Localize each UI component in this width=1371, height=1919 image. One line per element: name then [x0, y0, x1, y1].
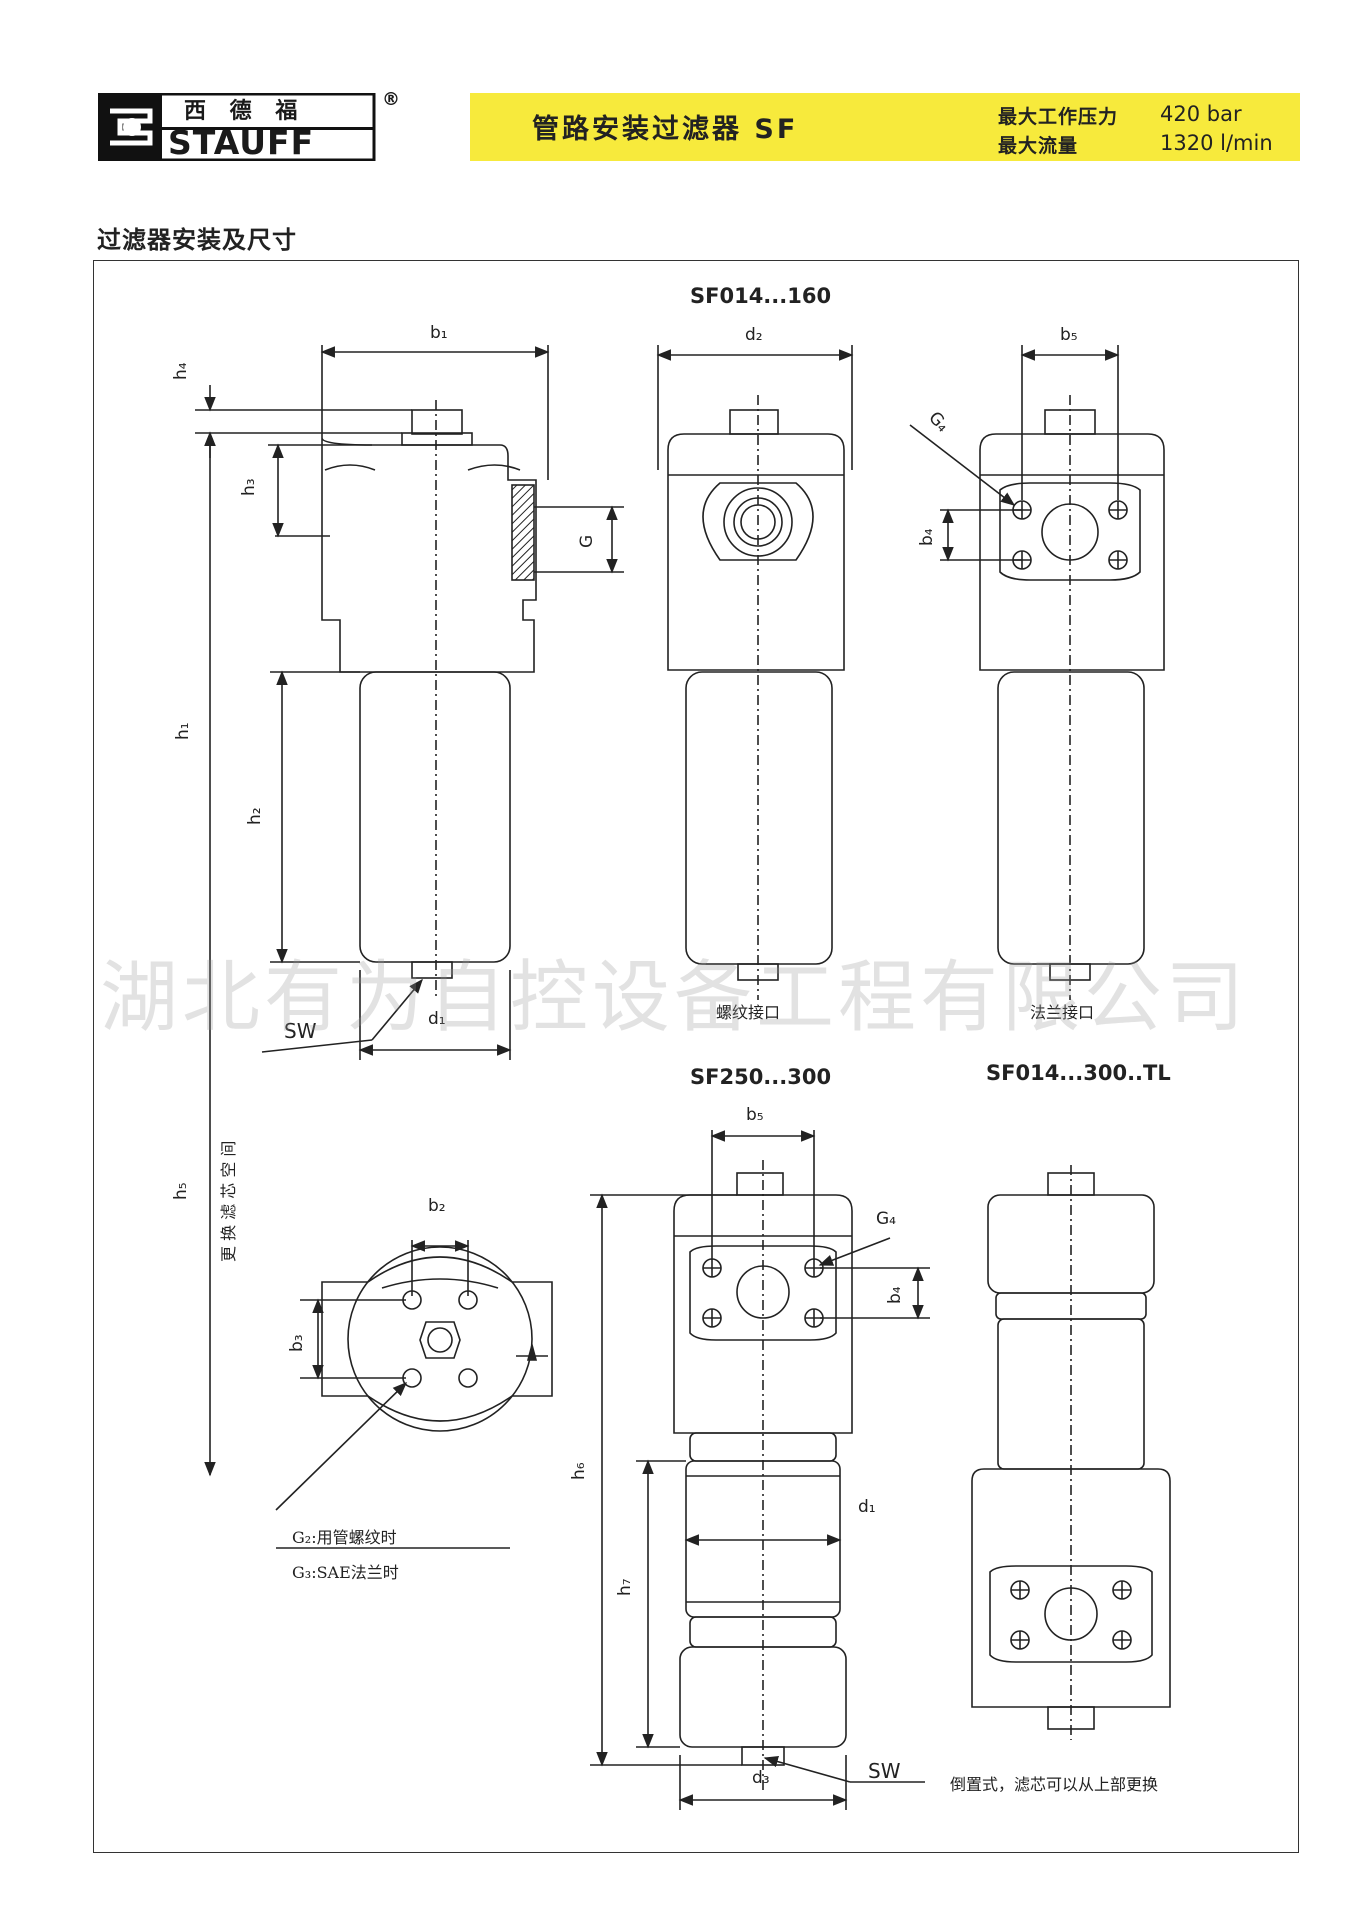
dim-g4-top: G₄: [924, 408, 952, 436]
dim-h5: h₅: [171, 1182, 191, 1200]
dim-b1: b₁: [430, 323, 448, 343]
product-title: 管路安装过滤器 SF: [532, 114, 799, 145]
stauff-logo: 西 德 福 STAUFF ®: [97, 89, 403, 162]
model-label-sf014-300-tl: SF014...300..TL: [986, 1061, 1171, 1085]
dim-b4-top: b₄: [917, 528, 937, 546]
dim-d3: d₃: [752, 1768, 770, 1788]
header-banner: 管路安装过滤器 SF 最大工作压力 420 bar 最大流量 1320 l/mi…: [470, 93, 1300, 161]
dim-b3: b₃: [287, 1334, 307, 1352]
dim-b5-mid: b₅: [746, 1105, 764, 1125]
logo-brand-name: STAUFF: [168, 123, 315, 162]
logo-registered-mark: ®: [382, 89, 400, 110]
spec-label-pressure: 最大工作压力: [998, 106, 1119, 128]
dim-b4-mid: b₄: [885, 1286, 905, 1304]
flange-port-view-figure: [979, 395, 1165, 1000]
caption-thread-port: 螺纹接口: [716, 1003, 780, 1022]
spec-value-flow: 1320 l/min: [1160, 131, 1273, 155]
large-filter-view-figure: [673, 1160, 853, 1790]
caption-element-space: 更 换 滤 芯 空 间: [219, 1141, 238, 1262]
dim-h2: h₂: [245, 807, 265, 825]
dim-b2: b₂: [428, 1196, 446, 1216]
watermark-text: 湖北有为自控设备工程有限公司: [100, 953, 1249, 1043]
stauff-logo-mark: [97, 92, 376, 162]
spec-value-pressure: 420 bar: [1160, 102, 1242, 126]
dim-g: G: [577, 535, 597, 548]
side-view-figure: [321, 400, 537, 1000]
drawing-frame: [93, 260, 1299, 1853]
dim-h3: h₃: [239, 478, 259, 496]
dim-h7: h₇: [615, 1578, 635, 1596]
dim-d1-mid: d₁: [858, 1497, 876, 1517]
caption-flange-port: 法兰接口: [1030, 1003, 1094, 1022]
dim-b5-top: b₅: [1060, 325, 1078, 345]
caption-g3: G₃:SAE法兰时: [292, 1563, 399, 1582]
thread-port-view-figure: [667, 395, 845, 1000]
dim-g4-mid: G₄: [876, 1209, 896, 1229]
dim-h1: h₁: [173, 722, 193, 740]
dim-h6: h₆: [569, 1462, 589, 1480]
section-title: 过滤器安装及尺寸: [97, 226, 297, 254]
inverted-filter-view-figure: [971, 1165, 1171, 1740]
caption-g2: G₂:用管螺纹时: [292, 1528, 397, 1547]
caption-inverted: 倒置式，滤芯可以从上部更换: [950, 1775, 1158, 1794]
dim-h4: h₄: [171, 362, 191, 380]
top-view-figure: [321, 1246, 553, 1432]
model-label-sf250-300: SF250...300: [690, 1065, 831, 1089]
spec-label-flow: 最大流量: [998, 135, 1079, 157]
dim-d1-left: d₁: [428, 1009, 446, 1029]
logo-chinese-name: 西 德 福: [184, 99, 306, 124]
model-label-sf014-160: SF014...160: [690, 284, 831, 308]
dim-sw-mid: SW: [868, 1759, 901, 1783]
dim-d2: d₂: [745, 325, 763, 345]
dim-sw-left: SW: [284, 1019, 317, 1043]
